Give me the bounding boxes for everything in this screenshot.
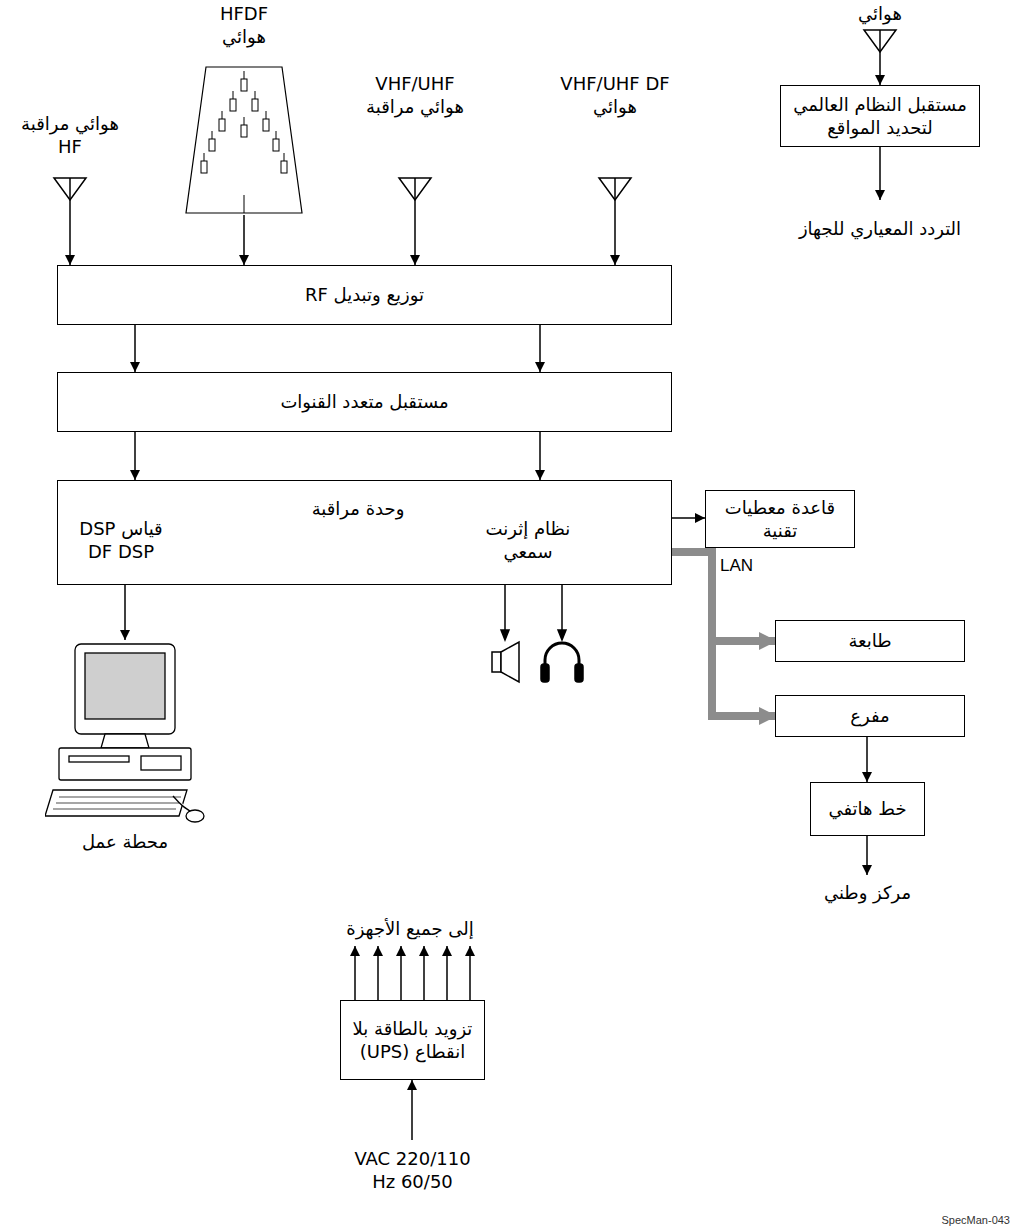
box-title: وحدة مراقبة [258, 497, 458, 520]
text-node: VAC 220/110 Hz 60/50 [345, 1140, 480, 1200]
arrow-connector [866, 737, 868, 782]
antenna-label: هوائي [593, 95, 637, 118]
node-label: VAC 220/110 Hz 60/50 [345, 1147, 480, 1194]
arrow-connector [134, 432, 136, 480]
antenna: VHF/UHF DFهوائي [545, 72, 685, 208]
antenna-label: HFDF [220, 2, 268, 25]
text-node: التردد المعياري للجهاز [795, 200, 965, 258]
arrow-connector [423, 946, 425, 1000]
process-box: مستقبل النظام العالمي لتحديد المواقع [780, 85, 980, 147]
arrow-connector [400, 946, 402, 1000]
antenna: VHF/UHFهوائي مراقبة [345, 72, 485, 208]
arrow-connector [446, 946, 448, 1000]
node-label: مستقبل متعدد القنوات [280, 390, 448, 413]
text-node: إلى جميع الأجهزة [300, 912, 520, 946]
box-part-label: نظام إثرنت سمعي [468, 517, 588, 564]
arrow-connector [354, 946, 356, 1000]
node-label: تزويد بالطاقة بلا انقطاع (UPS) [349, 1017, 476, 1064]
node-label: طابعة [848, 629, 891, 652]
network-label: LAN [720, 556, 753, 576]
arrow-connector [469, 946, 471, 1000]
antenna-symbol [395, 176, 435, 208]
process-box: طابعة [775, 620, 965, 662]
process-box: تزويد بالطاقة بلا انقطاع (UPS) [340, 1000, 485, 1080]
process-box: خط هاتفي [810, 782, 925, 836]
arrow-connector [672, 517, 705, 519]
arrow-connector [866, 836, 868, 875]
arrow-connector [69, 208, 71, 265]
arrow-connector [539, 325, 541, 372]
arrow-connector [879, 60, 881, 85]
process-box: توزيع وتبديل RF [57, 265, 672, 325]
node-label: محطة عمل [82, 830, 168, 853]
antenna-label: هوائي مراقبة [21, 112, 119, 135]
arrow-connector [614, 208, 616, 265]
arrow-connector [411, 1080, 413, 1140]
process-box: مفرع [775, 695, 965, 737]
node-label: خط هاتفي [828, 797, 906, 820]
lan-connector [672, 552, 775, 716]
node-label: مركز وطني [824, 881, 911, 904]
box-part-label: قياس DSP DF DSP [66, 517, 176, 564]
node-label: قاعدة معطيات تقنية [714, 496, 846, 543]
arrow-connector [243, 215, 245, 265]
process-box: مستقبل متعدد القنوات [57, 372, 672, 432]
df-antenna-array [184, 65, 304, 215]
arrow-connector [879, 147, 881, 200]
arrow-connector [539, 432, 541, 480]
node-label: توزيع وتبديل RF [305, 283, 424, 306]
control-unit-box: وحدة مراقبة قياس DSP DF DSP نظام إثرنت سمع… [57, 480, 672, 585]
node-label: مستقبل النظام العالمي لتحديد المواقع [789, 93, 971, 140]
node-label: إلى جميع الأجهزة [346, 917, 474, 940]
process-box: قاعدة معطيات تقنية [705, 490, 855, 548]
arrow-connector [134, 325, 136, 372]
lan-connector [672, 552, 775, 641]
workstation: محطة عمل [40, 640, 210, 872]
antenna-symbol [595, 176, 635, 208]
antenna-symbol [50, 176, 90, 208]
text-node: مركز وطني [795, 875, 940, 911]
antenna-label: VHF/UHF [375, 72, 454, 95]
antenna-label: HF [58, 135, 82, 158]
figure-id: SpecMan-043 [942, 1214, 1011, 1226]
workstation-computer [45, 640, 205, 830]
antenna: HFDFهوائي [180, 2, 308, 215]
antenna-label: هوائي [858, 2, 902, 25]
antenna-label: VHF/UHF DF [560, 72, 669, 95]
arrow-connector [124, 585, 126, 640]
antenna-label: هوائي [222, 25, 266, 48]
arrow-connector [377, 946, 379, 1000]
antenna-symbol [860, 28, 900, 60]
arrow-connector [414, 208, 416, 265]
node-label: مفرع [850, 704, 889, 727]
antenna: هوائي [840, 2, 920, 60]
node-label: التردد المعياري للجهاز [799, 217, 961, 240]
antenna: هوائي مراقبةHF [10, 112, 130, 208]
antenna-label: هوائي مراقبة [366, 95, 464, 118]
